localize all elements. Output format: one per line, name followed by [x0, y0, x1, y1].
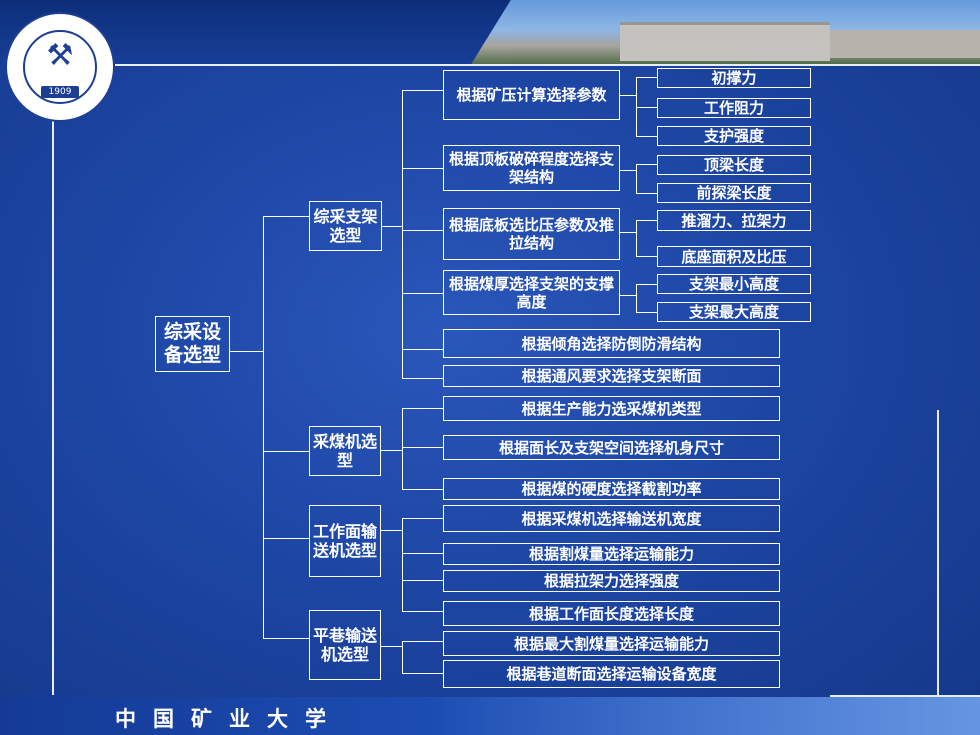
support-item: 根据煤厚选择支架的支撑高度	[443, 270, 620, 315]
gate-conveyor-item: 根据最大割煤量选择运输能力	[443, 631, 780, 656]
connector	[263, 538, 309, 539]
connector	[619, 232, 637, 233]
group-gate-conveyor: 平巷输送机选型	[309, 610, 381, 680]
connector	[381, 450, 403, 451]
support-item: 根据矿压计算选择参数	[443, 70, 620, 120]
connector	[402, 611, 444, 612]
connector	[636, 284, 658, 285]
university-logo: ⚒ 1909	[5, 12, 115, 122]
connector	[382, 226, 403, 227]
connector	[619, 170, 637, 171]
group-shearer: 采煤机选型	[309, 426, 381, 476]
connector	[402, 293, 444, 294]
shearer-item: 根据面长及支架空间选择机身尺寸	[443, 435, 780, 460]
group-face-conveyor: 工作面输送机选型	[309, 505, 381, 577]
connector	[619, 295, 637, 296]
connector	[636, 284, 637, 313]
connector	[636, 77, 658, 78]
support-item: 根据底板选比压参数及推拉结构	[443, 208, 620, 260]
support-item: 根据通风要求选择支架断面	[443, 365, 780, 387]
connector	[402, 489, 444, 490]
campus-photo	[470, 0, 980, 66]
support-item: 根据顶板破碎程度选择支架结构	[443, 145, 620, 191]
building-shape	[620, 22, 830, 61]
support-item: 根据倾角选择防倒防滑结构	[443, 329, 780, 358]
connector	[402, 553, 444, 554]
building-shape	[830, 30, 980, 58]
connector	[263, 216, 309, 217]
footer-university-name: 中国矿业大学	[115, 706, 343, 731]
shearer-item: 根据煤的硬度选择截割功率	[443, 478, 780, 500]
support-param: 初撑力	[657, 68, 811, 88]
decor-vertical-rule-right	[937, 410, 939, 715]
face-conveyor-item: 根据割煤量选择运输能力	[443, 543, 780, 565]
support-param: 支架最小高度	[657, 274, 811, 294]
support-param: 推溜力、拉架力	[657, 210, 811, 231]
connector	[636, 193, 658, 194]
connector	[402, 90, 403, 379]
connector	[402, 349, 444, 350]
connector	[402, 518, 403, 612]
crossed-hammers-icon: ⚒	[46, 38, 74, 73]
face-conveyor-item: 根据拉架力选择强度	[443, 570, 780, 592]
shearer-item: 根据生产能力选采煤机类型	[443, 396, 780, 421]
connector	[402, 518, 444, 519]
connector	[636, 220, 637, 257]
connector	[381, 646, 403, 647]
connector	[636, 256, 658, 257]
support-param: 顶梁长度	[657, 155, 811, 175]
decor-vertical-rule-left	[52, 120, 54, 695]
connector	[229, 351, 264, 352]
support-param: 底座面积及比压	[657, 246, 811, 267]
connector	[402, 90, 444, 91]
connector	[263, 216, 264, 639]
group-support: 综采支架选型	[309, 201, 382, 251]
connector	[636, 312, 658, 313]
connector	[636, 136, 658, 137]
connector	[402, 408, 403, 490]
connector	[636, 164, 658, 165]
connector	[636, 107, 658, 108]
connector	[402, 230, 444, 231]
connector	[402, 580, 444, 581]
connector	[619, 95, 637, 96]
connector	[636, 220, 658, 221]
connector	[402, 641, 403, 674]
connector	[402, 673, 444, 674]
gate-conveyor-item: 根据巷道断面选择运输设备宽度	[443, 660, 780, 688]
decor-horizontal-rule	[830, 695, 980, 697]
connector	[402, 408, 444, 409]
connector	[263, 638, 309, 639]
connector	[263, 451, 309, 452]
footer-highlight	[430, 697, 980, 735]
connector	[381, 530, 403, 531]
header-rule	[115, 64, 980, 66]
root-node: 综采设备选型	[155, 316, 230, 372]
face-conveyor-item: 根据采煤机选择输送机宽度	[443, 505, 780, 532]
support-param: 前探梁长度	[657, 183, 811, 203]
logo-year: 1909	[41, 86, 79, 98]
connector	[402, 378, 444, 379]
connector	[636, 164, 637, 194]
connector	[402, 641, 444, 642]
support-param: 工作阻力	[657, 98, 811, 118]
connector	[402, 168, 444, 169]
support-param: 支护强度	[657, 126, 811, 146]
face-conveyor-item: 根据工作面长度选择长度	[443, 601, 780, 626]
support-param: 支架最大高度	[657, 302, 811, 322]
connector	[402, 447, 444, 448]
